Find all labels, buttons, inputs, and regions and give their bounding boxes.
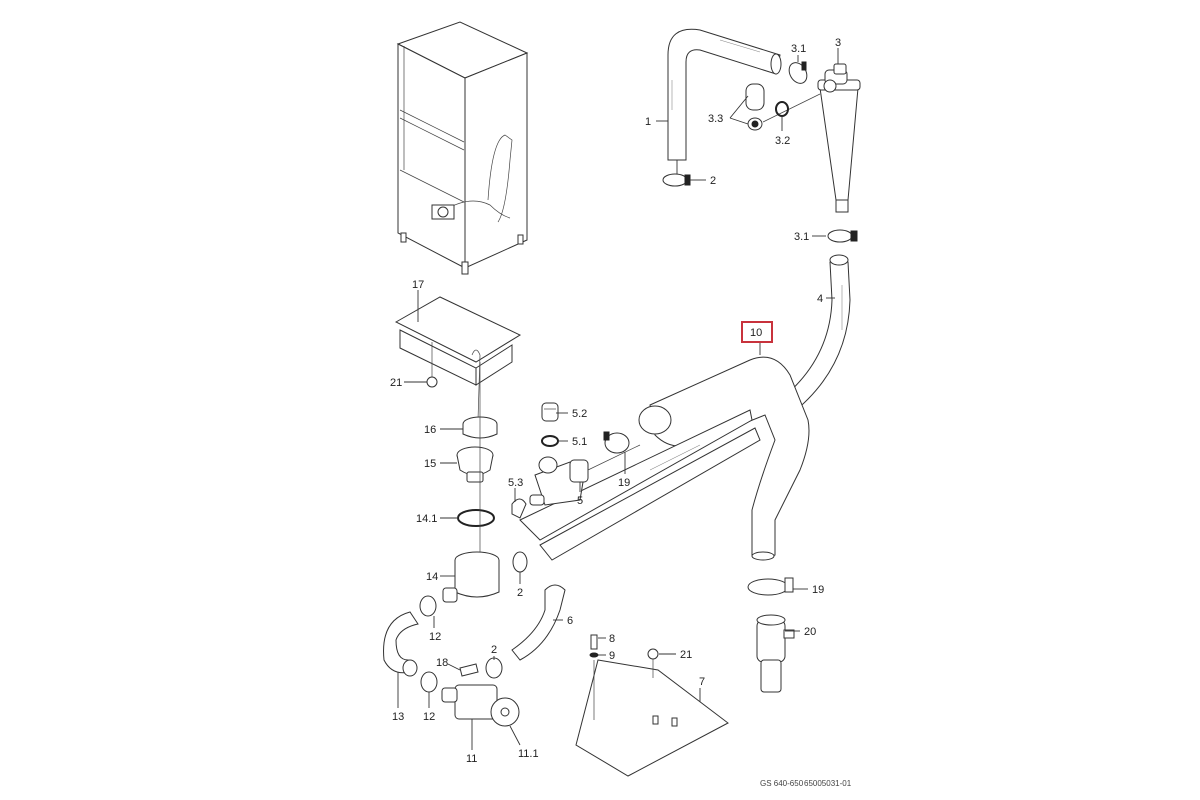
nut-21-plate [647,648,659,678]
part-labels: 1 2 3 3.1 3.2 3.3 3.1 4 10 17 21 16 15 1… [390,37,841,765]
label-part-20: 20 [804,626,816,638]
label-part-12-lower: 12 [423,711,435,723]
label-part-17: 17 [412,279,424,291]
footer-drawing-code: 65005031-01 [804,779,852,788]
hose-10 [638,356,810,561]
label-part-3: 3 [835,37,841,49]
sump-17 [394,296,522,421]
hose-clamp-19-upper [603,431,630,454]
label-part-9: 9 [609,650,615,662]
label-part-1: 1 [645,116,651,128]
hose-clamp-2-mid [512,551,528,573]
drain-pump-11 [441,684,498,720]
label-part-3-1-top: 3.1 [791,43,806,55]
label-part-11: 11 [466,753,477,765]
highlighted-callout-10[interactable]: 10 [741,321,773,343]
hose-clamp-19-lower [747,577,794,596]
clip-5-3 [511,498,527,519]
label-part-21-plate: 21 [680,649,692,661]
cyclone-filter-3 [817,63,861,213]
label-part-3-1-lower: 3.1 [794,231,809,243]
label-part-18: 18 [436,657,448,669]
o-ring-14-1 [457,509,495,527]
cap-5-2 [541,402,559,422]
o-ring-5-1 [541,435,559,447]
strainer-housing-15 [456,446,494,483]
hose-clamp-3-1-lower [827,229,858,243]
label-part-15: 15 [424,458,436,470]
label-part-6: 6 [567,615,573,627]
drain-pipe [519,409,761,561]
hose-clamp-12-lower [420,671,438,693]
pump-housing-14 [442,551,500,603]
label-part-19-upper: 19 [618,477,630,489]
bracket-18 [459,663,479,677]
label-part-12-upper: 12 [429,631,441,643]
label-part-5-1: 5.1 [572,436,587,448]
valve-5 [529,444,641,506]
label-part-5-3: 5.3 [508,477,523,489]
label-part-2-lower: 2 [491,644,497,656]
hose-clamp-12-upper [419,595,437,617]
label-part-14: 14 [426,571,438,583]
label-part-10: 10 [750,327,762,339]
label-part-16: 16 [424,424,436,436]
label-part-3-3: 3.3 [708,113,723,125]
hose-clamp-2-lower [485,657,503,679]
hose-1 [667,28,782,161]
label-part-14-1: 14.1 [416,513,437,525]
label-part-13: 13 [392,711,404,723]
impeller-11-1 [490,697,520,727]
label-part-5-2: 5.2 [572,408,587,420]
footer-model: GS 640-650 [760,779,804,788]
label-part-3-2: 3.2 [775,135,790,147]
washer-9 [589,652,599,658]
machine-overview [396,21,529,275]
o-ring-3-2 [775,101,789,131]
hose-clamp-3-1-top [788,61,808,84]
pipe-adapter-20 [756,614,795,693]
label-part-8: 8 [609,633,615,645]
label-part-5: 5 [577,495,583,507]
label-part-21-sump: 21 [390,377,402,389]
drawing-footer: GS 640-650 65005031-01 [760,779,852,788]
cover-plate-7 [575,659,729,777]
hose-4 [779,254,851,416]
hose-clamp-2-top [662,160,691,187]
label-part-2-mid: 2 [517,587,523,599]
hose-6 [511,584,566,661]
nut-21-sump [426,376,438,388]
cap-3-3 [729,83,821,131]
screw-8 [590,634,598,720]
label-part-11-1: 11.1 [518,748,539,760]
label-part-19-lower: 19 [812,584,824,596]
leader-lines [397,48,839,750]
label-part-4: 4 [817,293,823,305]
hose-13 [383,611,419,677]
label-part-7: 7 [699,676,705,688]
label-part-2-top: 2 [710,175,716,187]
